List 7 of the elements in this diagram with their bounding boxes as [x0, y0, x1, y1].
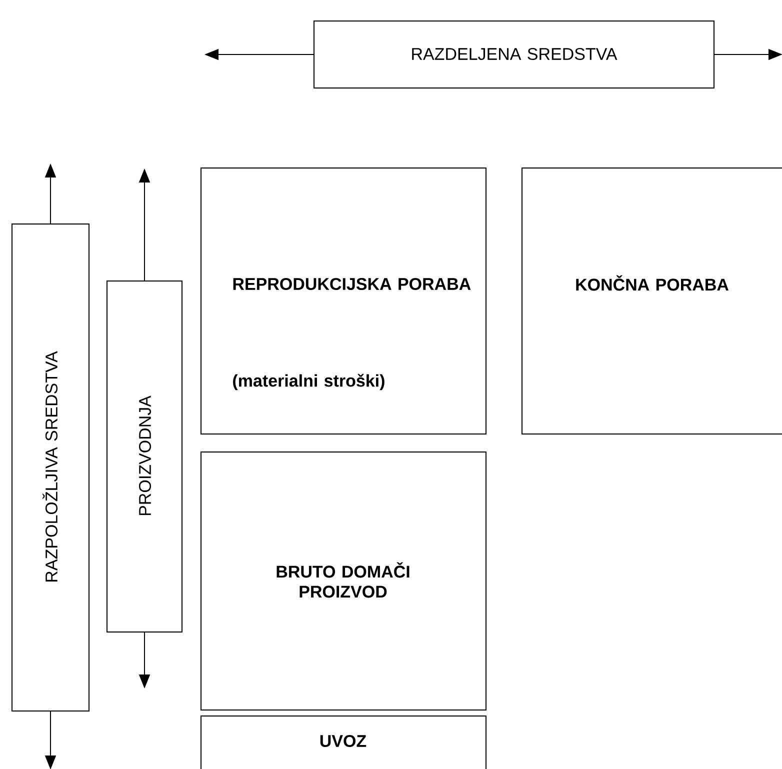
box: BRUTO DOMAČI PROIZVOD	[200, 452, 486, 710]
box: UVOZ	[200, 716, 486, 769]
box: RAZDELJENA SREDSTVA	[314, 20, 714, 88]
box: RAZPOLOŽLJIVA SREDSTVA	[12, 224, 90, 712]
box: PROIZVODNJA	[106, 280, 182, 632]
box: KONČNA PORABA	[522, 168, 782, 434]
box: REPRODUKCIJSKA PORABA (materialni stroški)	[200, 168, 486, 434]
